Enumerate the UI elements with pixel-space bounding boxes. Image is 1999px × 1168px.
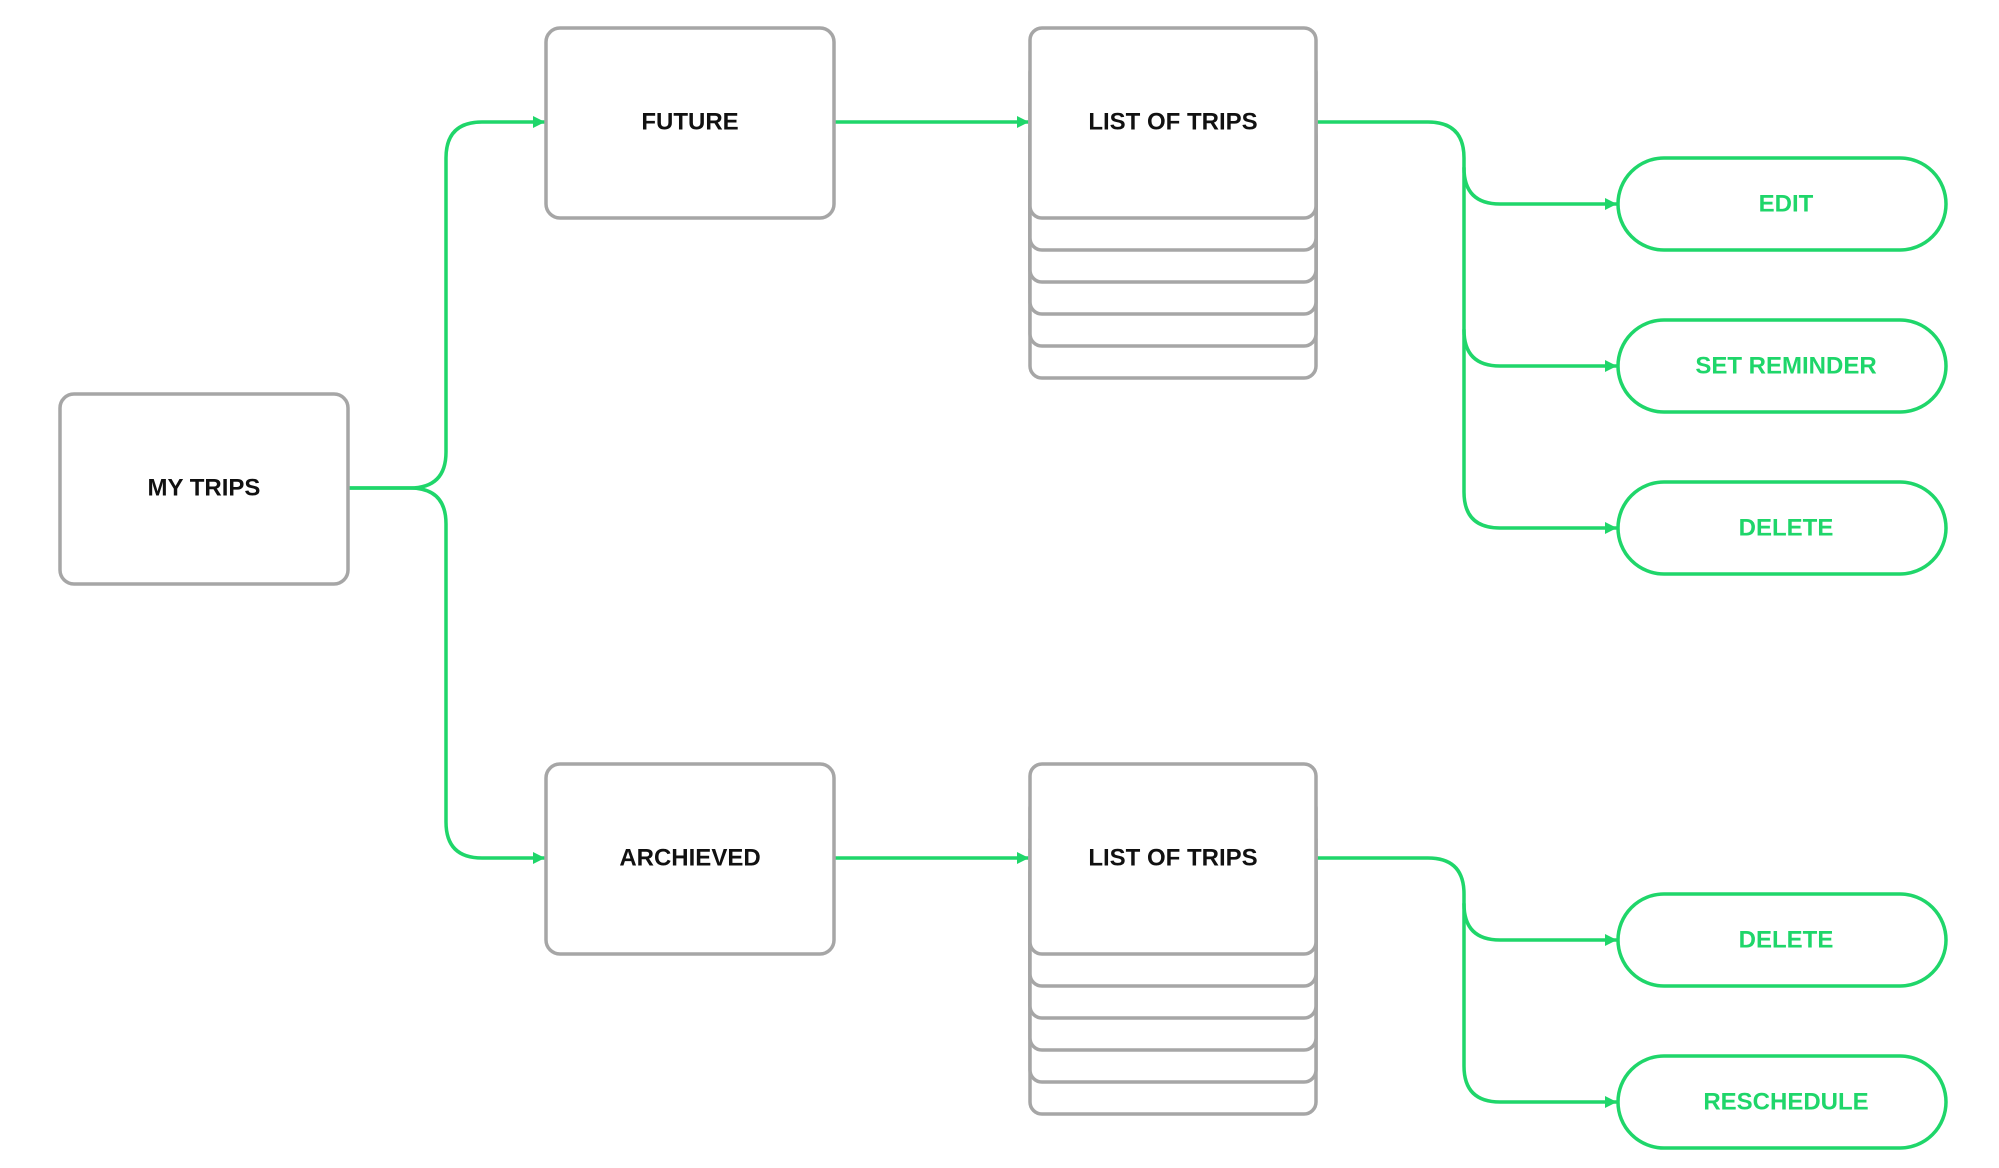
node-archieved-list-label: LIST OF TRIPS — [1088, 844, 1257, 871]
action-delete-archived[interactable]: DELETE — [1616, 892, 1948, 988]
node-archieved[interactable]: ARCHIEVED — [544, 762, 836, 956]
action-edit-label: EDIT — [1759, 190, 1814, 217]
node-future-list-label: LIST OF TRIPS — [1088, 108, 1257, 135]
connector-list-to-edit — [1314, 120, 1618, 210]
node-archieved-list-stack[interactable]: LIST OF TRIPS — [1028, 762, 1318, 1116]
action-set-reminder-label: SET REMINDER — [1695, 352, 1876, 379]
action-delete-label: DELETE — [1739, 514, 1834, 541]
node-my-trips[interactable]: MY TRIPS — [58, 392, 350, 586]
node-future-list-stack[interactable]: LIST OF TRIPS — [1028, 26, 1318, 380]
connectors — [346, 116, 1618, 1108]
node-future[interactable]: FUTURE — [544, 26, 836, 220]
node-future-label: FUTURE — [641, 108, 738, 135]
action-delete[interactable]: DELETE — [1616, 480, 1948, 576]
connector-list-to-reschedule — [1462, 902, 1618, 1108]
action-reschedule[interactable]: RESCHEDULE — [1616, 1054, 1948, 1150]
node-my-trips-label: MY TRIPS — [148, 474, 261, 501]
node-archieved-label: ARCHIEVED — [619, 844, 760, 871]
action-delete-archived-label: DELETE — [1739, 926, 1834, 953]
connector-list-to-delete-archived — [1314, 856, 1618, 946]
connector-root-to-archieved — [346, 486, 546, 864]
connector-list-to-set-reminder — [1462, 166, 1618, 372]
action-reschedule-label: RESCHEDULE — [1703, 1088, 1868, 1115]
stack-top — [1028, 26, 1318, 220]
action-set-reminder[interactable]: SET REMINDER — [1616, 318, 1948, 414]
stack-top — [1028, 762, 1318, 956]
connector-list-to-delete — [1462, 328, 1618, 534]
action-edit[interactable]: EDIT — [1616, 156, 1948, 252]
connector-root-to-future — [346, 116, 546, 490]
